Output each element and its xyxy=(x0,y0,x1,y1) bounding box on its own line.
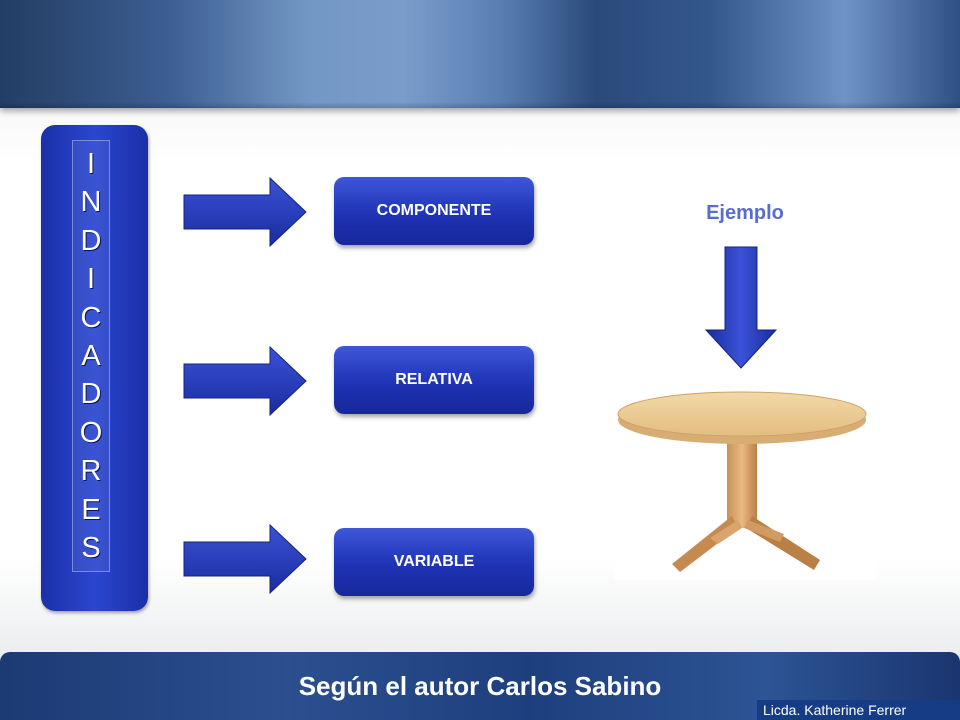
arrow-right-icon xyxy=(183,177,307,247)
relativa-box: RELATIVA xyxy=(334,346,534,414)
indicadores-panel xyxy=(41,125,148,611)
table-image xyxy=(614,388,876,580)
header-band xyxy=(0,0,960,108)
example-label: Ejemplo xyxy=(706,202,784,224)
indicator-letter: A xyxy=(81,339,101,372)
indicator-letter: N xyxy=(80,186,102,219)
indicator-letter: I xyxy=(86,148,96,180)
footer-title: Según el autor Carlos Sabino xyxy=(298,671,662,701)
indicator-letter: I xyxy=(86,263,96,296)
arrow-right-icon xyxy=(183,346,307,416)
indicator-letter: D xyxy=(80,378,102,411)
indicator-letter: D xyxy=(80,224,102,257)
indicadores-vertical-word: I N D I C A D O R E S xyxy=(72,140,110,572)
variable-box: VARIABLE xyxy=(334,528,534,596)
componente-box: COMPONENTE xyxy=(334,177,534,245)
indicator-letter: E xyxy=(81,493,101,526)
indicator-letter: R xyxy=(80,455,102,488)
arrow-down-icon xyxy=(704,246,778,369)
indicator-letter: S xyxy=(81,531,101,564)
indicator-letter: C xyxy=(80,301,102,334)
indicator-letter: O xyxy=(79,416,103,449)
arrow-right-icon xyxy=(183,524,307,594)
author-credit: Licda. Katherine Ferrer xyxy=(757,700,960,720)
